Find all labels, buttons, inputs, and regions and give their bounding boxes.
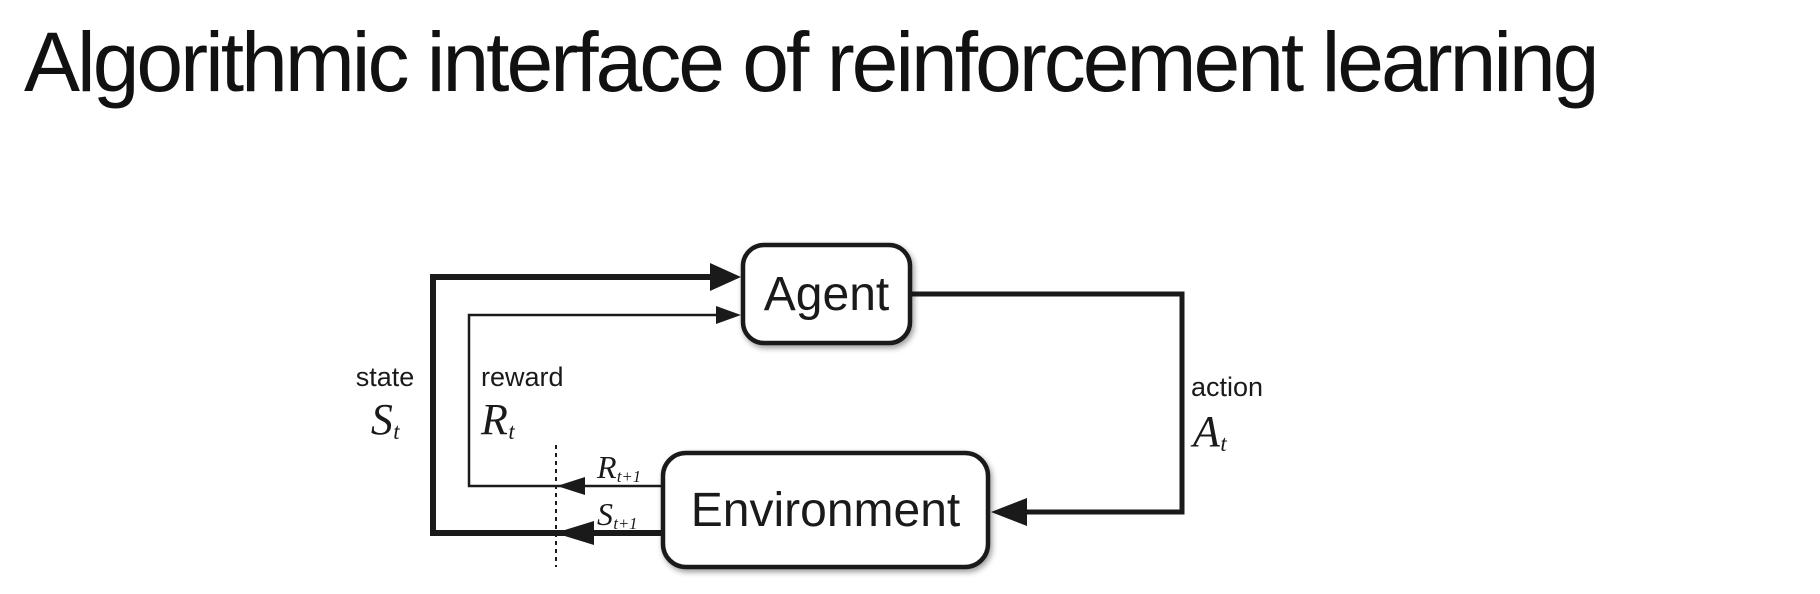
next-reward-subscript: t+1 [616, 466, 642, 486]
action-symbol: At [1193, 407, 1227, 457]
state-word-label: state [355, 362, 415, 392]
reward-symbol-base: R [481, 395, 508, 444]
next-reward-arrowhead [557, 477, 585, 495]
action-line [912, 291, 1185, 515]
next-state-subscript: t+1 [613, 513, 638, 533]
state-symbol-base: S [370, 395, 393, 444]
next-reward-symbol: Rt+1 [597, 449, 642, 486]
environment-box-label: Environment [690, 483, 961, 537]
action-symbol-base: A [1193, 407, 1220, 456]
next-state-arrowhead [555, 521, 594, 545]
agent-box-label: Agent [763, 267, 890, 321]
environment-box [660, 450, 991, 570]
state-into-agent-arrowhead [710, 263, 741, 291]
action-word-label: action [1191, 372, 1264, 402]
next-state-symbol: St+1 [597, 496, 638, 533]
state-symbol-subscript: t [393, 419, 400, 445]
page-title: Algorithmic interface of reinforcement l… [24, 15, 1599, 109]
next-reward-base: R [597, 449, 617, 485]
state-symbol: St [350, 395, 420, 445]
reward-symbol: Rt [481, 395, 515, 445]
reward-word-label: reward [481, 362, 564, 392]
reward-symbol-subscript: t [508, 419, 515, 445]
reward-into-agent-arrowhead [716, 306, 741, 324]
action-into-environment-arrowhead [991, 498, 1027, 526]
state-line [430, 274, 717, 536]
action-symbol-subscript: t [1220, 431, 1227, 457]
next-state-base: S [597, 496, 613, 532]
agent-box [740, 242, 913, 346]
